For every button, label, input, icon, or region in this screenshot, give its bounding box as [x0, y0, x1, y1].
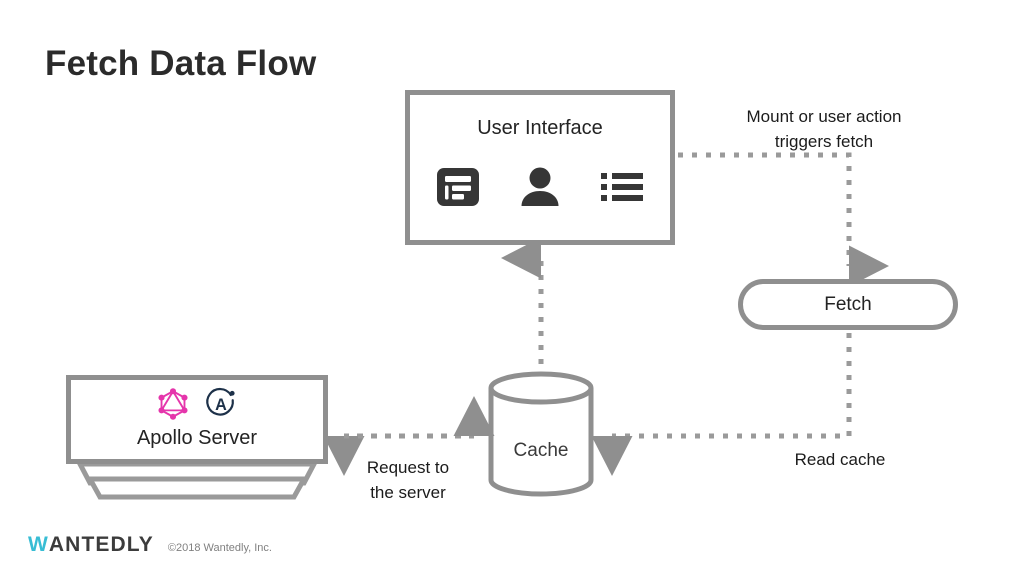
wantedly-logo-text: ANTEDLY — [48, 533, 154, 556]
apollo-server-label: Apollo Server — [136, 427, 258, 449]
graphql-logo-icon — [158, 388, 188, 420]
annotation-read-cache: Read cache — [794, 450, 886, 469]
annotation-trigger-line2: triggers fetch — [774, 132, 874, 151]
node-fetch[interactable]: Fetch — [738, 279, 958, 330]
article-icon — [437, 168, 479, 206]
annotation-trigger-fetch: Mount or user action triggers fetch — [700, 104, 948, 154]
connector-ui-to-fetch — [678, 152, 889, 287]
copyright-text: ©2018 Wantedly, Inc. — [167, 542, 272, 554]
svg-text:A: A — [215, 396, 227, 414]
connector-fetch-to-cache — [591, 333, 852, 476]
apollo-logo-icon: A — [206, 388, 235, 416]
server-box — [66, 375, 328, 464]
node-user-interface[interactable]: User Interface — [405, 90, 675, 245]
wantedly-logo: W ANTEDLY — [28, 534, 154, 555]
server-stand — [75, 461, 319, 500]
server-logo-row: A — [66, 387, 328, 421]
annotation-trigger-line1: Mount or user action — [746, 107, 902, 126]
user-interface-icon-row — [410, 163, 670, 211]
node-cache[interactable] — [486, 370, 596, 498]
wantedly-logo-w: W — [28, 533, 49, 556]
fetch-label: Fetch — [824, 293, 872, 315]
annotation-request-line1: Request to — [366, 458, 450, 477]
user-interface-label: User Interface — [477, 117, 603, 139]
page-title: Fetch Data Flow — [45, 44, 317, 83]
cache-label: Cache — [513, 440, 569, 461]
person-icon — [521, 167, 559, 206]
node-apollo-server[interactable]: A Apollo Server — [66, 375, 328, 500]
annotation-request-line2: the server — [370, 483, 446, 502]
list-icon — [601, 173, 643, 201]
footer: W ANTEDLY ©2018 Wantedly, Inc. — [28, 534, 272, 555]
annotation-request-server: Request to the server — [333, 455, 483, 505]
